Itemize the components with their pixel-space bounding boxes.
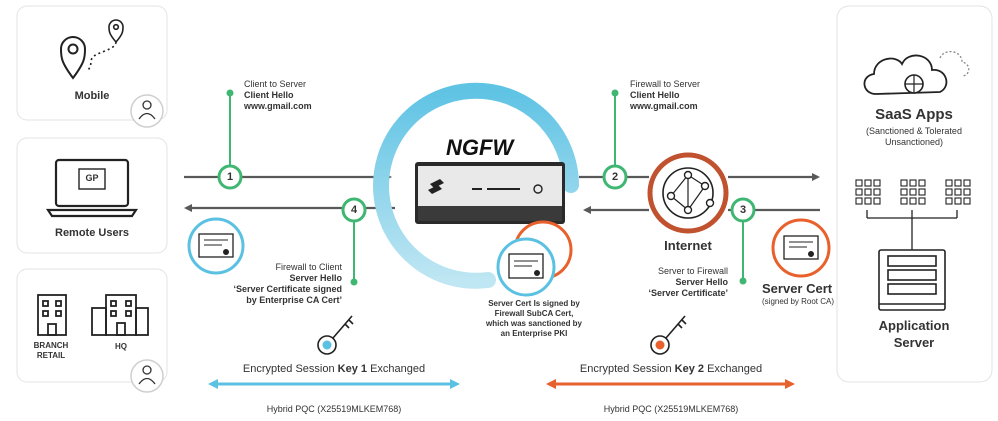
hq-building-icon xyxy=(91,294,149,336)
session-1-label: Encrypted Session Key 1 Exchanged xyxy=(208,363,460,376)
session-1-arrow xyxy=(208,379,460,389)
mobile-label: Mobile xyxy=(74,90,110,102)
session-1-suffix: Exchanged xyxy=(367,363,426,375)
session-1-pqc: Hybrid PQC (X25519MLKEM768) xyxy=(266,404,402,414)
step-1-message: Client Hello xyxy=(244,90,294,100)
session-2-key: Key 2 xyxy=(674,363,705,375)
step-3-message: Server Hello xyxy=(675,277,728,287)
step-4-number: 4 xyxy=(350,204,358,216)
session-1-prefix: Encrypted Session xyxy=(242,363,338,375)
map-pin-small-icon xyxy=(87,19,124,71)
step-1-direction: Client to Server xyxy=(244,79,307,89)
enterprise-cert-badge xyxy=(187,217,245,275)
saas-line1: (Sanctioned & Tolerated xyxy=(866,126,962,136)
session-2-pqc: Hybrid PQC (X25519MLKEM768) xyxy=(603,404,739,414)
server-cert-badge xyxy=(771,218,831,278)
app-grid-connector xyxy=(866,210,958,250)
internet-globe-icon xyxy=(647,152,729,234)
step-2-message: Client Hello xyxy=(630,90,680,100)
key-2-icon xyxy=(650,315,687,355)
step-4-direction: Firewall to Client xyxy=(275,262,342,272)
step-3-number: 3 xyxy=(739,204,747,216)
resigned-cert-badge xyxy=(496,237,556,297)
ngfw-note-line1: Server Cert Is signed by xyxy=(466,299,602,309)
step-2-host: www.gmail.com xyxy=(630,101,698,111)
key-1-icon xyxy=(317,315,354,355)
step-2-direction: Firewall to Server xyxy=(630,79,701,89)
user-avatar-icon xyxy=(130,94,164,128)
mobile-card xyxy=(16,5,168,121)
session-2-prefix: Encrypted Session xyxy=(579,363,675,375)
session-2-label: Encrypted Session Key 2 Exchanged xyxy=(546,363,796,376)
firewall-device-icon xyxy=(415,162,565,224)
remote-users-label: Remote Users xyxy=(55,227,129,239)
hq-label: HQ xyxy=(115,342,127,351)
session-2-arrow xyxy=(546,379,795,389)
step-4-message: Server Hello xyxy=(289,273,342,283)
map-pin-icon xyxy=(59,36,87,80)
step-2-number: 2 xyxy=(611,171,619,183)
ngfw-note-line3: which was sanctioned by xyxy=(485,319,583,328)
ngfw-title: NGFW xyxy=(446,135,514,160)
step-3-direction: Server to Firewall xyxy=(657,266,728,276)
step-circles xyxy=(217,164,756,223)
step-4-cert-line1: ‘Server Certificate signed xyxy=(233,284,342,294)
ngfw-note-line4: an Enterprise PKI xyxy=(500,329,568,338)
laptop-icon xyxy=(45,158,139,218)
step-1-host: www.gmail.com xyxy=(244,101,312,111)
saas-title: SaaS Apps xyxy=(875,106,953,123)
step-3-cert: ‘Server Certificate’ xyxy=(648,288,728,298)
step-4-cert-line2: by Enterprise CA Cert’ xyxy=(246,295,342,305)
app-grid-icon xyxy=(855,179,971,205)
ngfw-note-text: Server Cert Is signed by xyxy=(488,299,580,308)
step-pin-dots xyxy=(226,89,747,286)
ngfw-ring xyxy=(373,82,579,289)
application-server-label: Application Server xyxy=(878,318,950,350)
ngfw-note-line2: Firewall SubCA Cert, xyxy=(494,309,574,318)
gp-badge-label: GP xyxy=(85,173,99,183)
remote-users-card xyxy=(16,137,168,254)
step-pin-lines xyxy=(229,93,744,282)
saas-line2: Unsanctioned) xyxy=(884,137,944,147)
internet-label: Internet xyxy=(664,238,712,253)
server-rack-icon xyxy=(878,249,946,311)
user-avatar-icon xyxy=(130,359,164,393)
branch-retail-label: BRANCH RETAIL xyxy=(33,341,69,360)
step-1-number: 1 xyxy=(226,171,234,183)
cloud-icon xyxy=(863,51,970,95)
branch-building-icon xyxy=(37,294,67,336)
saas-card xyxy=(836,5,993,383)
session-1-key: Key 1 xyxy=(337,363,368,375)
server-cert-subtitle: (signed by Root CA) xyxy=(762,297,835,306)
session-2-suffix: Exchanged xyxy=(704,363,763,375)
server-cert-title: Server Cert xyxy=(762,281,833,296)
